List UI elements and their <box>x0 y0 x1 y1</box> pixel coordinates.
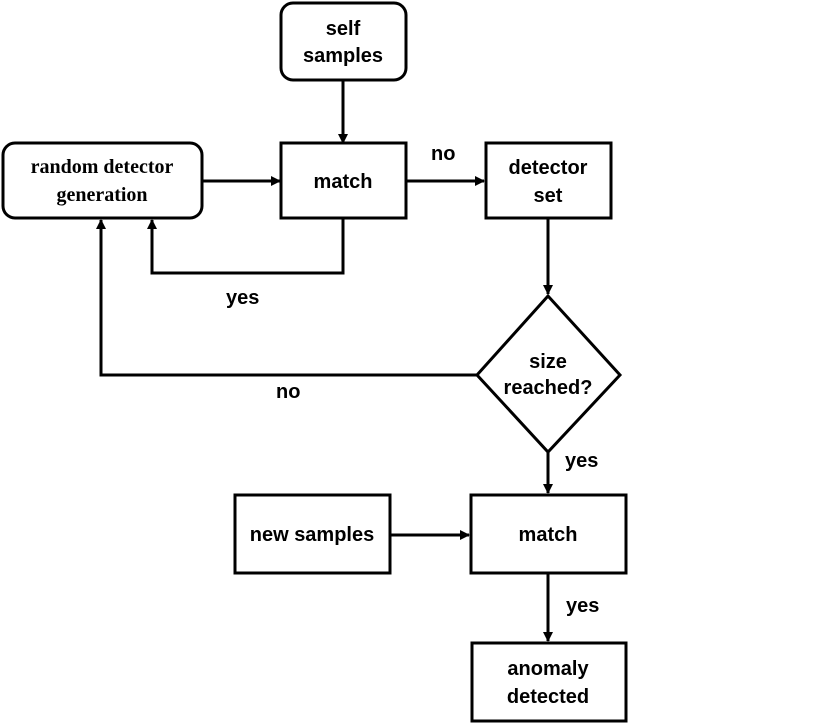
edge-size-not-reached-to-generation <box>96 219 477 377</box>
node-self-samples: self samples <box>279 1 408 82</box>
detector-set-line1: detector <box>509 157 588 179</box>
node-match-detection: match <box>469 493 628 575</box>
size-reached-line2: reached? <box>504 377 593 399</box>
edge-match-back-to-generation <box>147 218 345 275</box>
match-training-label: match <box>314 171 373 193</box>
edge-label-yes-size: yes <box>565 450 598 472</box>
node-random-detector-generation: random detector generation <box>1 141 204 220</box>
edge-label-no-detector-set: no <box>431 143 455 165</box>
self-samples-line1: self <box>326 18 361 40</box>
edge-label-yes-loop: yes <box>226 287 259 309</box>
generation-line2: generation <box>56 184 147 206</box>
size-reached-line1: size <box>529 351 567 373</box>
anomaly-detected-line2: detected <box>507 686 589 708</box>
self-samples-line2: samples <box>303 45 383 67</box>
generation-line1: random detector <box>31 156 174 178</box>
node-match-training: match <box>279 141 408 220</box>
node-size-reached: size reached? <box>474 293 623 455</box>
match-detection-label: match <box>519 524 578 546</box>
edge-label-no-size: no <box>276 381 300 403</box>
node-new-samples: new samples <box>233 493 392 575</box>
edge-label-yes-anomaly: yes <box>566 595 599 617</box>
detector-set-line2: set <box>534 185 563 207</box>
anomaly-detected-line1: anomaly <box>507 658 589 680</box>
node-detector-set: detector set <box>484 141 613 220</box>
node-anomaly-detected: anomaly detected <box>470 641 628 723</box>
new-samples-label: new samples <box>250 524 375 546</box>
